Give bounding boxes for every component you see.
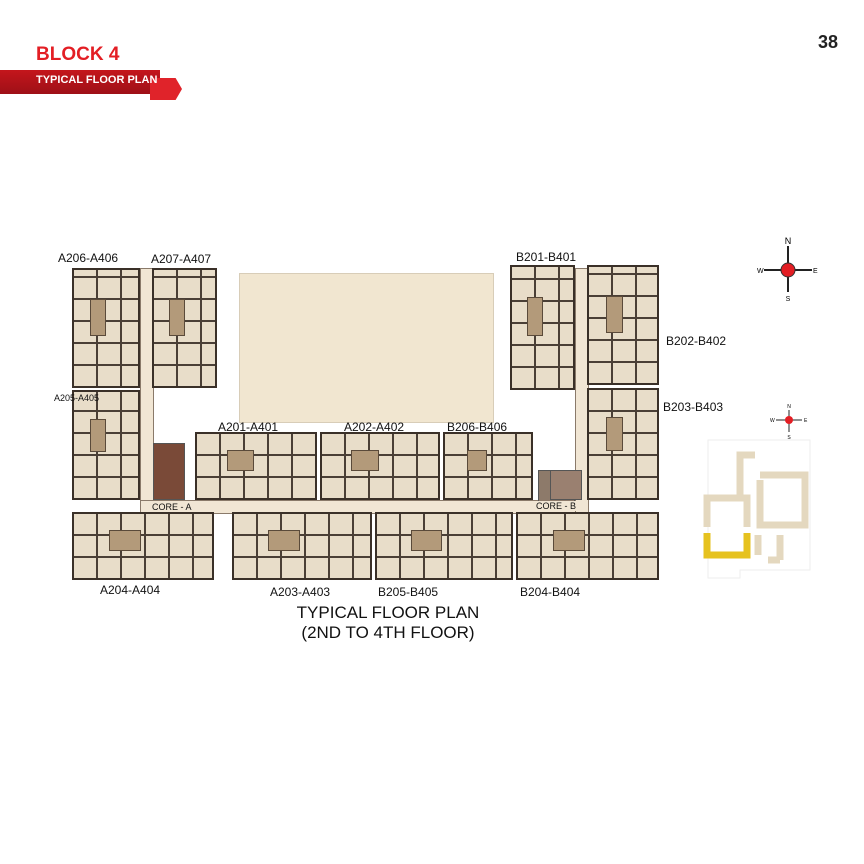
block-title: BLOCK 4 — [36, 44, 120, 65]
floor-plan-title: TYPICAL FLOOR PLAN (2ND TO 4TH FLOOR) — [0, 603, 776, 643]
unit-label: A204-A404 — [100, 583, 161, 597]
unit-label: B202-B402 — [666, 334, 727, 348]
ribbon-banner — [0, 70, 160, 94]
unit-a206 — [72, 268, 140, 388]
compass-s: S — [786, 296, 791, 303]
staircase-core-a — [153, 443, 185, 500]
unit-label: B203-B403 — [663, 400, 724, 414]
compass-e: E — [813, 268, 818, 275]
unit-a207 — [152, 268, 217, 388]
key-plan-compass-icon: N S W E — [770, 404, 808, 440]
unit-label: B204-B404 — [520, 585, 581, 599]
courtyard — [239, 273, 494, 423]
key-compass-w: W — [770, 418, 775, 424]
section-subtitle: TYPICAL FLOOR PLAN — [36, 74, 158, 86]
unit-b204 — [516, 512, 659, 580]
key-compass-e: E — [804, 418, 808, 424]
compass-n: N — [785, 236, 792, 246]
floor-plan-title-line2: (2ND TO 4TH FLOOR) — [301, 623, 475, 642]
ribbon-tail — [150, 78, 182, 100]
unit-a204 — [72, 512, 214, 580]
compass-icon: N S W E — [757, 236, 818, 303]
unit-b205 — [375, 512, 513, 580]
unit-label: A207-A407 — [151, 252, 212, 266]
unit-label: B205-B405 — [378, 585, 439, 599]
unit-label: A206-A406 — [58, 251, 119, 265]
unit-b206 — [443, 432, 533, 500]
unit-label: A205-A405 — [54, 393, 100, 403]
unit-a205 — [72, 390, 140, 500]
core-a-label: CORE - A — [152, 502, 192, 512]
unit-b202 — [587, 265, 659, 385]
unit-a201 — [195, 432, 317, 500]
unit-label: A201-A401 — [218, 420, 279, 434]
unit-label: B206-B406 — [447, 420, 508, 434]
unit-label: B201-B401 — [516, 250, 577, 264]
unit-b201 — [510, 265, 575, 390]
compass-w: W — [757, 268, 764, 275]
key-plan — [703, 439, 811, 579]
unit-b203 — [587, 388, 659, 500]
key-compass-s: S — [787, 435, 791, 440]
key-compass-n: N — [787, 404, 791, 410]
key-plan-highlight — [703, 533, 751, 559]
floor-plan-title-line1: TYPICAL FLOOR PLAN — [296, 603, 480, 622]
unit-a203 — [232, 512, 372, 580]
page-number: 38 — [817, 32, 838, 52]
unit-a202 — [320, 432, 440, 500]
core-b-label: CORE - B — [536, 501, 577, 511]
unit-label: A202-A402 — [344, 420, 405, 434]
unit-label: A203-A403 — [270, 585, 331, 599]
lift-core-b-2 — [550, 470, 582, 500]
